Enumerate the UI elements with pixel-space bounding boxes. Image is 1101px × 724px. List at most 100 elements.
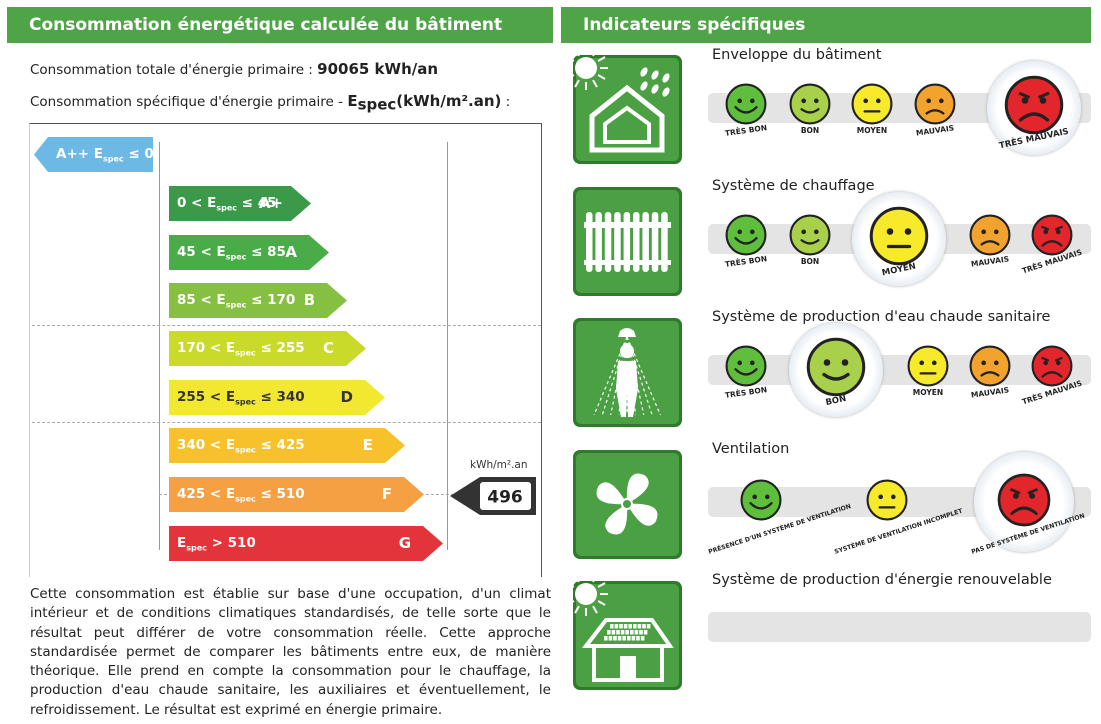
smiley-label-0-1: BON <box>800 126 820 135</box>
sun-disc <box>575 583 597 605</box>
energy-class-letter: A+ <box>258 194 283 212</box>
smiley-icon-2-1 <box>806 337 866 397</box>
radiator-fin <box>614 212 621 272</box>
smiley-label-0-2: MOYEN <box>856 126 888 135</box>
indicator-tile-1 <box>572 186 683 297</box>
solar-cell <box>614 624 619 629</box>
sun-ray <box>566 56 575 62</box>
house-inner <box>603 105 651 144</box>
smiley-face <box>969 214 1011 256</box>
indicator-title-4: Système de production d'énergie renouvel… <box>712 572 1052 588</box>
solar-cell <box>637 624 642 629</box>
smiley-eye <box>993 360 999 366</box>
energy-class-range-start: 425 < E <box>177 486 236 502</box>
solar-cell <box>625 630 629 635</box>
energy-class-range: 45 < Espec ≤ 85 <box>177 235 286 270</box>
energy-class-shape <box>169 186 311 221</box>
rain-drop <box>640 81 648 91</box>
smiley-face <box>789 214 831 256</box>
sun-ray <box>574 48 580 57</box>
indicator-tile-2 <box>572 317 683 428</box>
energy-indicator-box <box>480 482 531 510</box>
smiley-brow <box>1027 487 1039 495</box>
solar-cell <box>634 630 639 635</box>
energy-class-range-sub: spec <box>216 203 237 213</box>
smiley-brow <box>1037 91 1050 99</box>
energy-class-range-start: 255 < E <box>177 389 236 405</box>
fan-blade <box>626 473 649 504</box>
smiley-face <box>866 479 908 521</box>
energy-class-fill <box>169 477 424 512</box>
solar-cell <box>608 636 613 641</box>
smiley-eye <box>931 360 937 366</box>
smiley-eye <box>981 360 987 366</box>
house-door <box>620 656 636 680</box>
energy-class-range: 170 < Espec ≤ 255 <box>177 331 305 366</box>
shower-head <box>618 328 636 337</box>
smiley-mouth <box>1018 112 1050 122</box>
smiley-face <box>1031 345 1073 387</box>
energy-class-letter: C <box>322 339 334 357</box>
smiley-eye <box>737 229 743 235</box>
smiley-face <box>869 206 929 266</box>
smiley-eye <box>813 229 819 235</box>
smiley-face <box>740 479 782 521</box>
energy-class-range-end: ≤ 45 <box>236 195 277 211</box>
energy-class-letter: B <box>303 291 315 309</box>
smiley-mouth <box>800 239 820 245</box>
smiley-mouth <box>980 240 1000 246</box>
smiley-icon-2-2 <box>907 345 949 387</box>
smiley-label-1-1: BON <box>800 257 820 266</box>
energy-class-range: 340 < Espec ≤ 425 <box>177 428 305 463</box>
tile-background <box>576 584 679 687</box>
energy-class-range-end: > 510 <box>206 535 256 551</box>
indicator-title-0: Enveloppe du bâtiment <box>712 47 882 63</box>
energy-class-range-end: ≤ 0 <box>123 146 154 162</box>
left-section-title: Consommation énergétique calculée du bât… <box>29 15 503 35</box>
energy-class-range-start: A++ E <box>56 146 103 162</box>
smiley-eye <box>1055 229 1061 235</box>
specific-consumption-line: Consommation spécifique d'énergie primai… <box>30 92 510 114</box>
solar-cell <box>607 630 611 635</box>
left-section-header: Consommation énergétique calculée du bât… <box>7 7 553 43</box>
solar-cell <box>616 630 620 635</box>
energy-class-fill <box>169 283 347 318</box>
smiley-mouth <box>749 501 773 510</box>
smiley-eye <box>886 228 894 235</box>
smiley-eye <box>752 494 758 500</box>
right-section-title: Indicateurs spécifiques <box>583 15 806 35</box>
smiley-eye <box>875 98 881 104</box>
radiator-fin <box>604 212 612 272</box>
fan-blade <box>627 503 658 526</box>
energy-class-letter: D <box>340 388 353 406</box>
sun-ray <box>592 79 598 88</box>
description-text: Cette consommation est établie sur base … <box>30 586 551 718</box>
smiley-icon-2-3 <box>969 345 1011 387</box>
rain-drop <box>662 87 670 97</box>
indicator-title-2: Système de production d'eau chaude sanit… <box>712 309 1051 325</box>
smiley-label-3-0: PRÉSENCE D'UN SYSTÈME DE VENTILATION <box>707 502 852 556</box>
smiley-icon-1-3 <box>969 214 1011 256</box>
energy-class-letter: A <box>285 243 297 261</box>
indicator-tile-0 <box>564 46 683 165</box>
smiley-label-3-1: SYSTÈME DE VENTILATION INCOMPLET <box>833 507 964 556</box>
smiley-face <box>725 83 767 125</box>
solar-cell <box>627 636 631 641</box>
smiley-mouth <box>822 372 850 381</box>
smiley-icon-2-4 <box>1031 345 1073 387</box>
energy-class-shape <box>169 526 443 561</box>
indicator-title-3: Ventilation <box>712 441 790 457</box>
smiley-eye <box>764 494 770 500</box>
energy-class-range-start: 45 < E <box>177 244 226 260</box>
smiley-face <box>1004 75 1064 135</box>
sun-ray <box>574 605 580 614</box>
smiley-mouth <box>734 105 758 114</box>
energy-class-fill <box>169 235 329 270</box>
energy-class-range-sub: spec <box>235 494 256 504</box>
radiator-fin <box>661 212 668 272</box>
smiley-brow <box>1041 356 1050 362</box>
radiator-fin <box>633 212 640 272</box>
radiator-fin <box>623 212 631 272</box>
energy-class-range-sub: spec <box>235 397 256 407</box>
